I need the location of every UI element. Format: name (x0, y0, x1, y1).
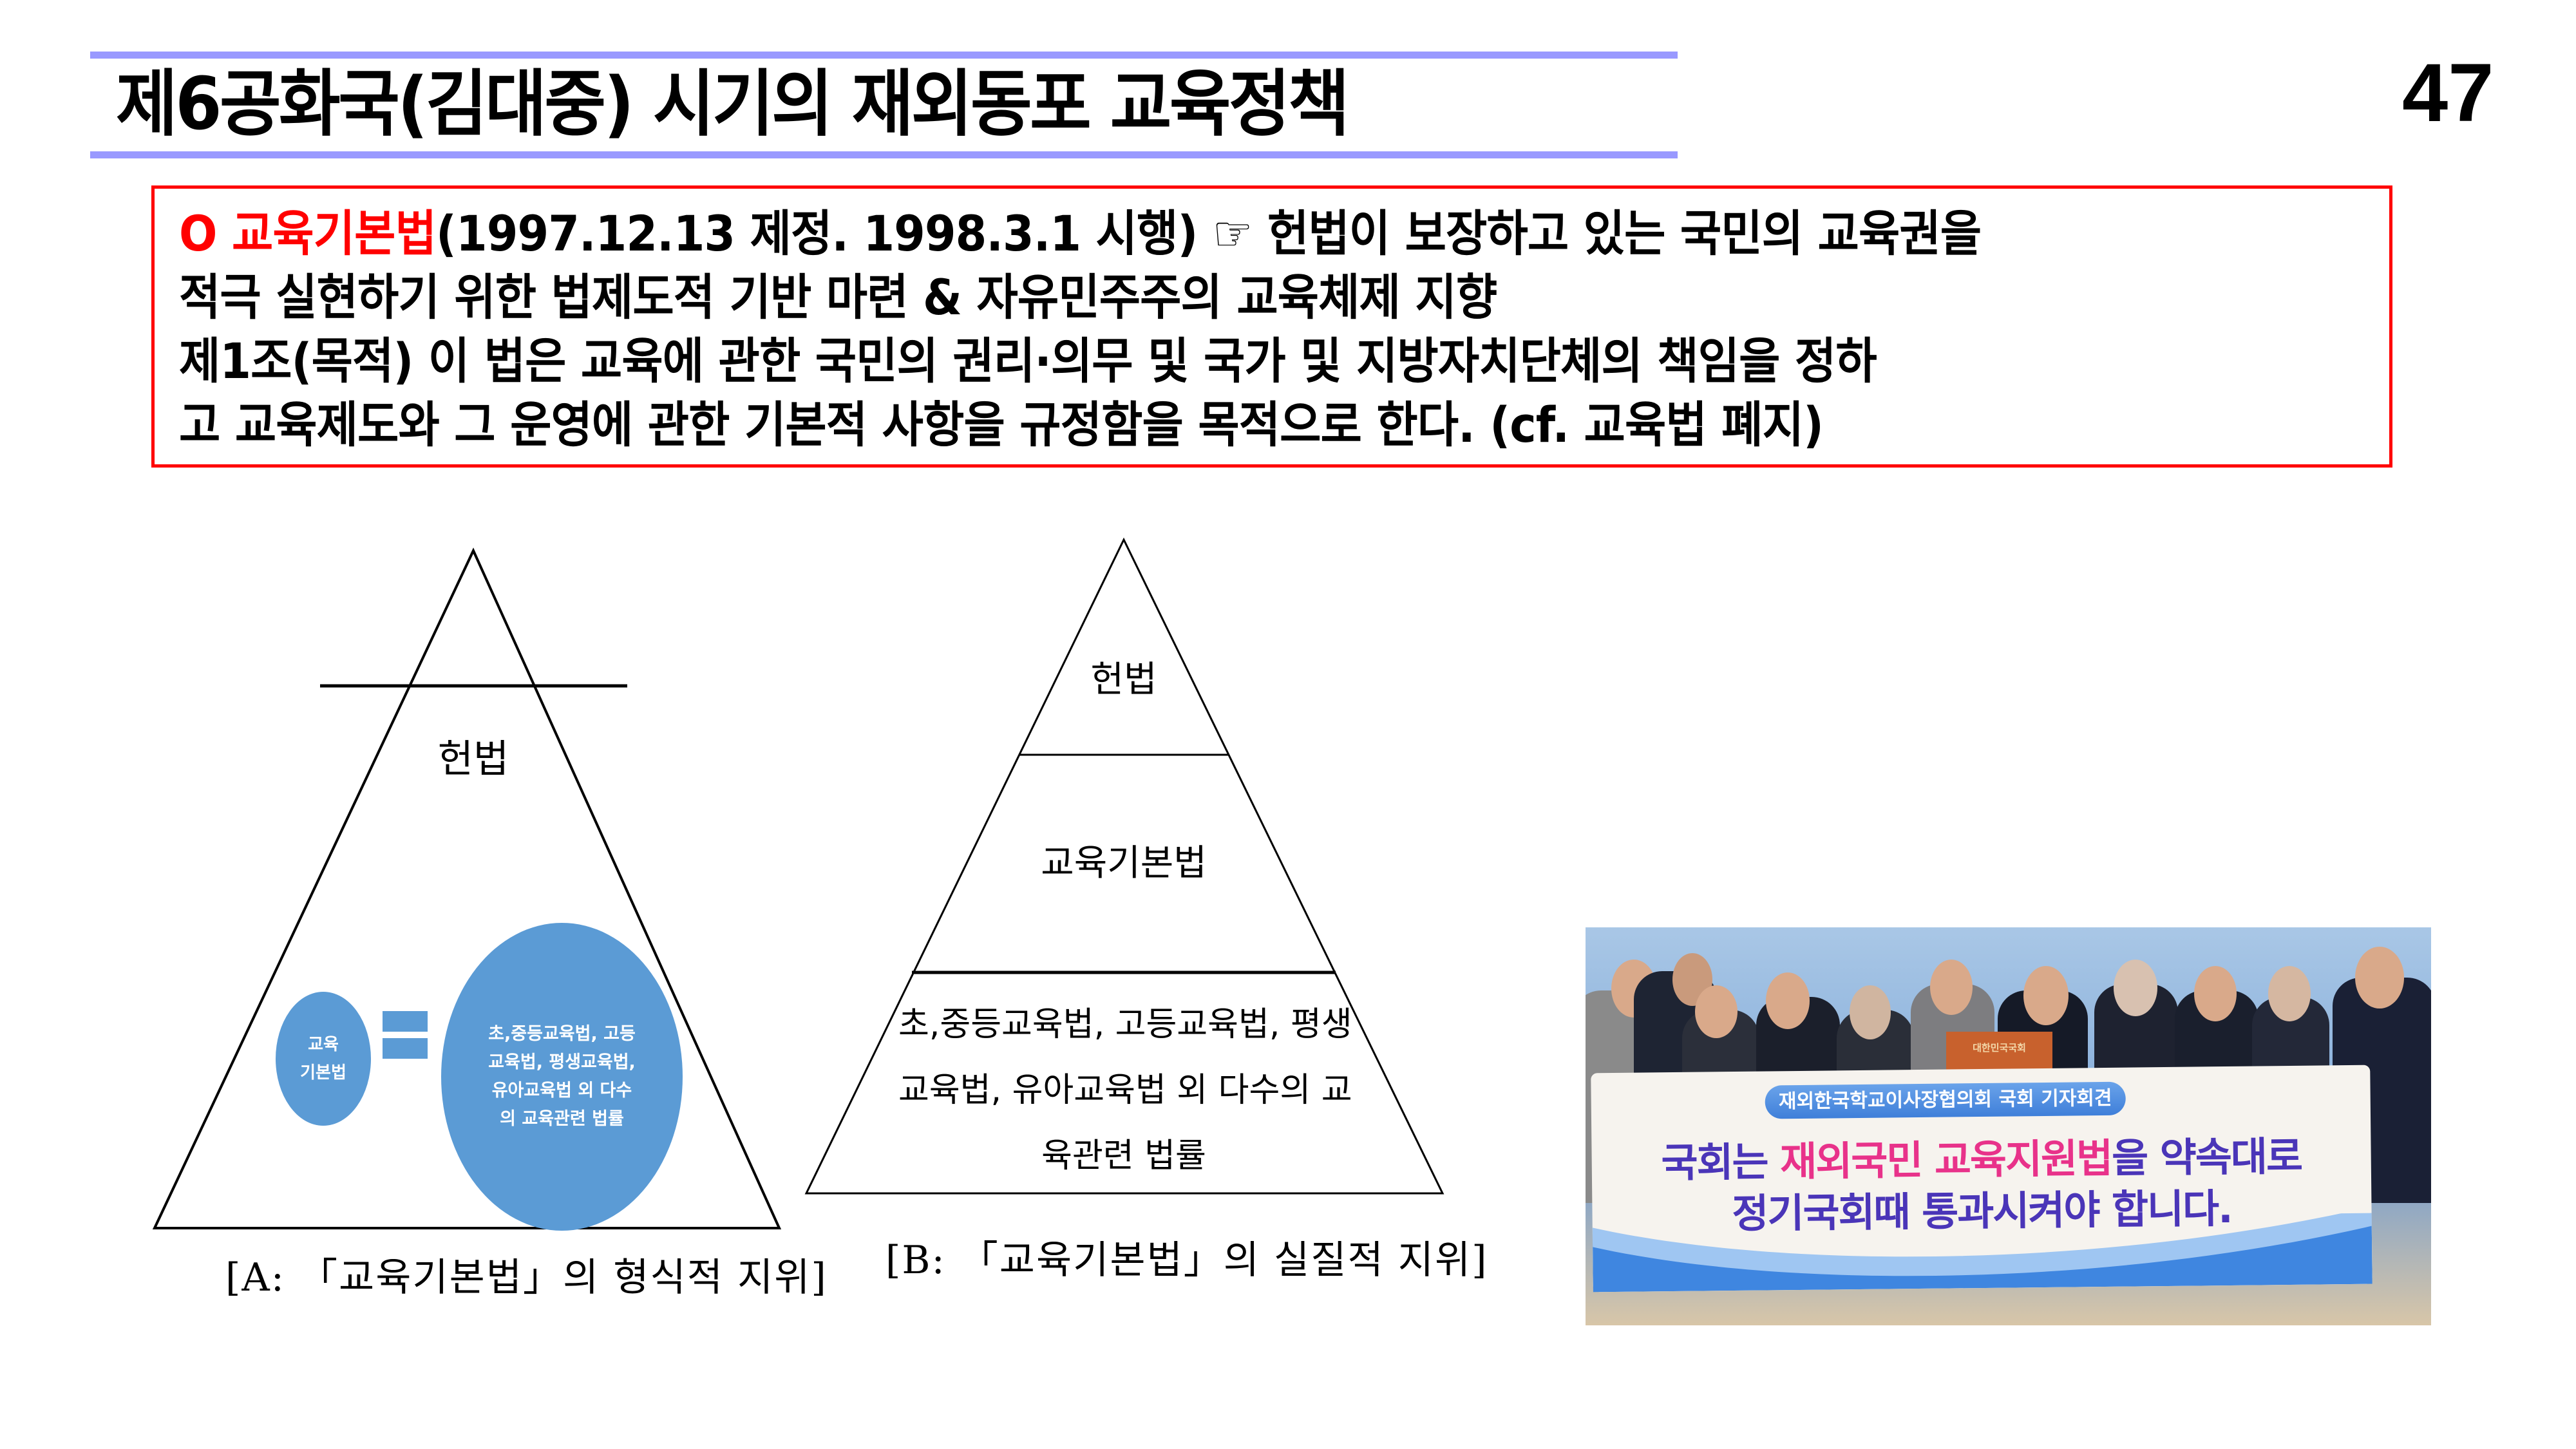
banner-wave-decoration (1592, 1213, 2372, 1293)
info-line-3: 제1조(목적) 이 법은 교육에 관한 국민의 권리·의무 및 국가 및 지방자… (179, 332, 1877, 390)
pyramid-b-tier-constitution: 헌법 (1090, 659, 1157, 701)
person-head (1930, 960, 1973, 1015)
person-head (1766, 972, 1810, 1029)
small-circle-education-basic-act: 교육 기본법 (276, 992, 371, 1126)
education-basic-act-box: O 교육기본법(1997.12.13 제정. 1998.3.1 시행) ☞ 헌법… (151, 185, 2392, 468)
large-circle-text-2: 교육법, 평생교육법, (488, 1052, 636, 1072)
pyramid-b-tier-basic-act: 교육기본법 (1041, 842, 1207, 884)
diagram-a-caption: [A: 「교육기본법」의 형식적 지위] (225, 1255, 828, 1300)
small-circle-text-1: 교육 (308, 1035, 339, 1054)
pyramid-b-outline (804, 537, 1444, 1195)
title-rule-top (90, 52, 1678, 59)
banner-line-2: 정기국회때 통과시켜야 합니다. (1732, 1184, 2233, 1238)
protest-banner: 재외한국학교이사장협의회 국회 기자회견 국회는 재외국민 교육지원법을 약속대… (1591, 1065, 2372, 1293)
diagram-b-caption: [B: 「교육기본법」의 실질적 지위] (886, 1238, 1488, 1283)
person-head (1850, 985, 1891, 1039)
info-line-4: 고 교육제도와 그 운영에 관한 기본적 사항을 규정함을 목적으로 한다. (… (179, 396, 1824, 453)
large-circle-text-3: 유아교육법 외 다수 (491, 1081, 632, 1101)
large-circle-related-laws: 초,중등교육법, 고등 교육법, 평생교육법, 유아교육법 외 다수 의 교육관… (441, 923, 683, 1231)
tier3-line-3: 육관련 법률 (1041, 1137, 1206, 1175)
person-head (2023, 966, 2069, 1025)
banner-line-1-start: 국회는 (1661, 1138, 1781, 1187)
person-head (2194, 966, 2237, 1021)
diagram-substantive-status: 헌법 교육기본법 초,중등교육법, 고등교육법, 평생 교육법, 유아교육법 외… (804, 537, 1487, 1283)
tier3-line-2: 교육법, 유아교육법 외 다수의 교 (898, 1071, 1352, 1110)
title-rule-bottom (90, 151, 1678, 158)
slide-title: 제6공화국(김대중) 시기의 재외동포 교육정책 (116, 62, 1350, 146)
pyramid-b-tier-related-laws: 초,중등교육법, 고등교육법, 평생 교육법, 유아교육법 외 다수의 교 육관… (898, 992, 1352, 1189)
person-head (1695, 985, 1738, 1038)
person-head (2114, 960, 2157, 1016)
podium-sign: 대한민국국회 (1973, 1042, 2026, 1054)
pyramid-a-top-label: 헌법 (437, 737, 509, 782)
person-head (2268, 966, 2311, 1021)
diagram-formal-status: 헌법 교육 기본법 초,중등교육법, 고등 교육법, 평생교육법, 유아교육법 … (0, 0, 837, 1352)
info-line-2: 적극 실현하기 위한 법제도적 기반 마련 & 자유민주주의 교육체제 지향 (179, 269, 1497, 326)
equals-icon (383, 1011, 428, 1032)
banner-header: 재외한국학교이사장협의회 국회 기자회견 (1765, 1081, 2126, 1119)
equals-icon-lower-bar (383, 1038, 428, 1059)
press-conference-photo: 대한민국국회 재외한국학교이사장협의회 국회 기자회견 국회는 재외국민 교육지… (1586, 927, 2431, 1325)
tier3-line-1: 초,중등교육법, 고등교육법, 평생 (898, 1005, 1352, 1044)
page-number: 47 (2402, 47, 2494, 139)
highlighted-law-name: 교육기본법 (231, 205, 437, 262)
bullet-marker: O (179, 205, 232, 262)
info-line-1: O 교육기본법(1997.12.13 제정. 1998.3.1 시행) ☞ 헌법… (179, 202, 2201, 265)
info-line-1-rest: (1997.12.13 제정. 1998.3.1 시행) ☞ 헌법이 보장하고 … (435, 205, 1982, 262)
large-circle-text-1: 초,중등교육법, 고등 (488, 1024, 636, 1044)
large-circle-text-4: 의 교육관련 법률 (500, 1109, 624, 1129)
small-circle-text-2: 기본법 (300, 1063, 346, 1083)
person-head (2355, 947, 2404, 1009)
banner-line-1-end: 을 약속대로 (2111, 1132, 2302, 1182)
